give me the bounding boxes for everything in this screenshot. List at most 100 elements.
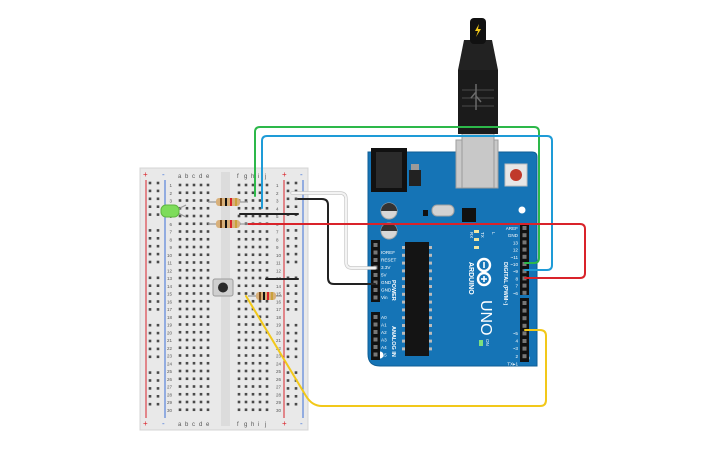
header-pin[interactable] bbox=[373, 315, 378, 319]
breadboard-hole[interactable] bbox=[206, 408, 210, 412]
rail-hole[interactable] bbox=[286, 402, 290, 406]
breadboard-hole[interactable] bbox=[199, 222, 203, 226]
breadboard-hole[interactable] bbox=[258, 191, 262, 195]
breadboard-hole[interactable] bbox=[237, 230, 241, 233]
breadboard-hole[interactable] bbox=[199, 307, 203, 311]
breadboard-hole[interactable] bbox=[265, 369, 269, 373]
breadboard-hole[interactable] bbox=[251, 346, 255, 350]
breadboard-hole[interactable] bbox=[192, 214, 196, 218]
breadboard-hole[interactable] bbox=[206, 230, 210, 233]
breadboard-hole[interactable] bbox=[178, 230, 182, 233]
rail-hole[interactable] bbox=[156, 308, 160, 311]
breadboard-hole[interactable] bbox=[237, 338, 241, 342]
breadboard-hole[interactable] bbox=[237, 284, 241, 288]
breadboard-hole[interactable] bbox=[237, 408, 241, 412]
header-pin[interactable] bbox=[373, 295, 378, 300]
rail-hole[interactable] bbox=[148, 205, 152, 208]
breadboard-hole[interactable] bbox=[199, 237, 203, 241]
breadboard-hole[interactable] bbox=[199, 230, 203, 233]
breadboard-hole[interactable] bbox=[206, 245, 210, 249]
breadboard-hole[interactable] bbox=[251, 323, 255, 326]
pushbutton[interactable] bbox=[212, 278, 234, 297]
breadboard-hole[interactable] bbox=[206, 338, 210, 342]
breadboard-hole[interactable] bbox=[251, 408, 255, 412]
reset-button-cap[interactable] bbox=[510, 169, 522, 181]
header-pin[interactable] bbox=[522, 233, 527, 238]
rail-hole[interactable] bbox=[294, 323, 298, 327]
breadboard-hole[interactable] bbox=[178, 346, 182, 350]
rail-hole[interactable] bbox=[148, 347, 152, 351]
breadboard-hole[interactable] bbox=[244, 284, 248, 288]
breadboard-hole[interactable] bbox=[199, 346, 203, 350]
breadboard-hole[interactable] bbox=[206, 323, 210, 326]
breadboard-hole[interactable] bbox=[178, 392, 182, 396]
breadboard-hole[interactable] bbox=[192, 408, 196, 412]
breadboard-hole[interactable] bbox=[237, 237, 241, 241]
breadboard-hole[interactable] bbox=[258, 392, 262, 396]
breadboard-hole[interactable] bbox=[258, 284, 262, 288]
breadboard-hole[interactable] bbox=[178, 361, 182, 365]
rail-hole[interactable] bbox=[148, 229, 152, 232]
breadboard-hole[interactable] bbox=[244, 292, 248, 295]
breadboard-hole[interactable] bbox=[185, 183, 189, 187]
breadboard-hole[interactable] bbox=[192, 261, 196, 264]
breadboard-hole[interactable] bbox=[185, 315, 189, 319]
header-pin[interactable] bbox=[373, 352, 378, 357]
breadboard-hole[interactable] bbox=[199, 253, 203, 257]
rail-hole[interactable] bbox=[286, 371, 290, 374]
breadboard-hole[interactable] bbox=[178, 261, 182, 264]
breadboard-hole[interactable] bbox=[192, 392, 196, 396]
rail-hole[interactable] bbox=[286, 244, 290, 248]
rail-hole[interactable] bbox=[148, 237, 152, 240]
breadboard-hole[interactable] bbox=[258, 307, 262, 311]
rail-hole[interactable] bbox=[156, 181, 160, 185]
breadboard-hole[interactable] bbox=[185, 261, 189, 264]
breadboard-hole[interactable] bbox=[199, 299, 203, 303]
rail-hole[interactable] bbox=[148, 331, 152, 335]
breadboard-hole[interactable] bbox=[265, 400, 269, 404]
rail-hole[interactable] bbox=[286, 395, 290, 398]
breadboard-hole[interactable] bbox=[258, 361, 262, 365]
breadboard-hole[interactable] bbox=[237, 330, 241, 334]
breadboard-hole[interactable] bbox=[199, 206, 203, 210]
rail-hole[interactable] bbox=[286, 276, 290, 280]
breadboard-hole[interactable] bbox=[237, 361, 241, 365]
breadboard-hole[interactable] bbox=[206, 284, 210, 288]
breadboard-hole[interactable] bbox=[251, 183, 255, 187]
breadboard-hole[interactable] bbox=[237, 400, 241, 404]
breadboard-hole[interactable] bbox=[178, 268, 182, 272]
breadboard-hole[interactable] bbox=[251, 315, 255, 319]
breadboard-hole[interactable] bbox=[199, 369, 203, 373]
breadboard-hole[interactable] bbox=[258, 323, 262, 326]
breadboard-hole[interactable] bbox=[251, 400, 255, 404]
breadboard-hole[interactable] bbox=[244, 261, 248, 264]
rail-hole[interactable] bbox=[294, 181, 298, 185]
breadboard-hole[interactable] bbox=[237, 268, 241, 272]
breadboard-hole[interactable] bbox=[199, 361, 203, 365]
breadboard-hole[interactable] bbox=[244, 276, 248, 280]
rail-hole[interactable] bbox=[286, 323, 290, 327]
breadboard-hole[interactable] bbox=[265, 268, 269, 272]
rail-hole[interactable] bbox=[286, 379, 290, 382]
breadboard-hole[interactable] bbox=[178, 299, 182, 303]
breadboard-hole[interactable] bbox=[258, 330, 262, 334]
breadboard-hole[interactable] bbox=[244, 230, 248, 233]
rail-hole[interactable] bbox=[286, 284, 290, 287]
breadboard-hole[interactable] bbox=[258, 276, 262, 280]
rail-hole[interactable] bbox=[156, 355, 160, 359]
breadboard-hole[interactable] bbox=[265, 392, 269, 396]
breadboard-hole[interactable] bbox=[244, 253, 248, 257]
breadboard-hole[interactable] bbox=[206, 307, 210, 311]
breadboard-hole[interactable] bbox=[185, 191, 189, 195]
rail-hole[interactable] bbox=[294, 197, 298, 201]
rail-hole[interactable] bbox=[148, 323, 152, 327]
breadboard-hole[interactable] bbox=[192, 338, 196, 342]
rail-hole[interactable] bbox=[294, 260, 298, 264]
breadboard-hole[interactable] bbox=[206, 346, 210, 350]
breadboard-hole[interactable] bbox=[192, 237, 196, 241]
header-pin[interactable] bbox=[373, 288, 378, 292]
header-pin[interactable] bbox=[373, 330, 378, 334]
breadboard-hole[interactable] bbox=[237, 354, 241, 357]
header-pin[interactable] bbox=[522, 262, 527, 266]
header-pin[interactable] bbox=[522, 254, 527, 259]
